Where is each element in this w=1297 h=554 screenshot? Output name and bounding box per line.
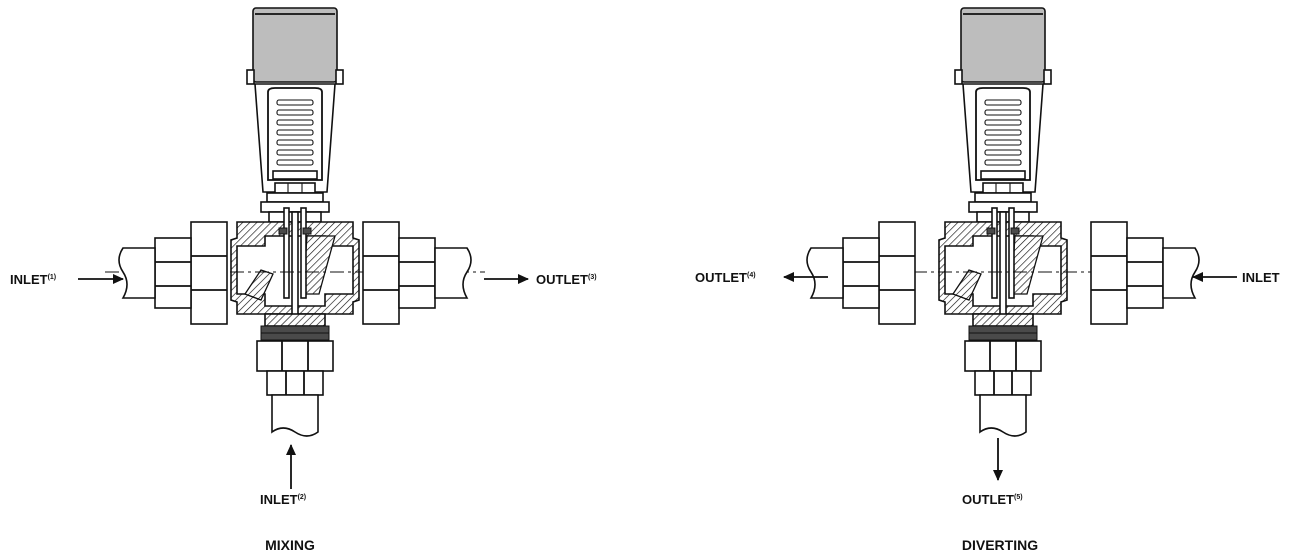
- outlet-left-label: OUTLET(4): [695, 270, 756, 285]
- diverting-title: DIVERTING: [962, 537, 1038, 553]
- outlet-bottom-label: OUTLET(5): [962, 492, 1023, 507]
- diverting-valve-drawing: [806, 7, 1200, 437]
- mixing-valve-drawing: [104, 7, 486, 437]
- outlet-right-label: OUTLET(3): [536, 272, 597, 287]
- mixing-title: MIXING: [265, 537, 315, 553]
- inlet-right-label: INLET: [1242, 270, 1280, 285]
- inlet-left-label: INLET(1): [10, 272, 56, 287]
- inlet-bottom-label: INLET(2): [260, 492, 306, 507]
